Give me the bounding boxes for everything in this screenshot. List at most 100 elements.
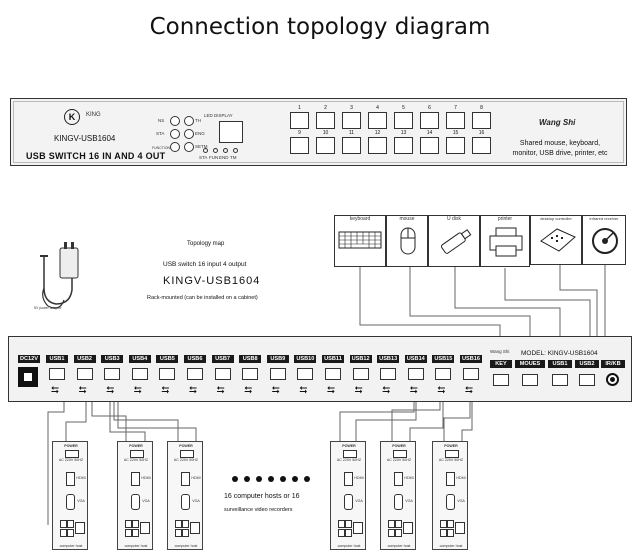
dc-jack-inner — [24, 373, 32, 381]
usb-port-12[interactable] — [352, 368, 369, 380]
usb-symbol-icon: ⮀ — [327, 385, 335, 396]
hdmi-port — [394, 472, 403, 486]
keyboard-icon — [338, 231, 382, 249]
port-button-3[interactable] — [342, 112, 361, 129]
usb-port-13[interactable] — [380, 368, 397, 380]
host-caption: computer host — [59, 544, 83, 548]
usb2-port-label: USB2 — [575, 360, 599, 368]
port-button-number: 10 — [322, 130, 329, 136]
port-button-10[interactable] — [316, 137, 335, 154]
usb-port-16[interactable] — [463, 368, 479, 380]
mouse-port[interactable] — [522, 374, 538, 386]
irkb-port-label: IR/KB — [601, 360, 625, 368]
peripheral-label: infrared receiver — [589, 216, 619, 221]
usb2-aux-port[interactable] — [579, 374, 595, 386]
port-button-5[interactable] — [394, 112, 413, 129]
usb-drive-icon — [440, 229, 472, 254]
dc-label: DC12V — [18, 355, 40, 363]
port-button-14[interactable] — [420, 137, 439, 154]
usb-socket — [125, 520, 132, 528]
led-dot — [223, 148, 228, 153]
vga-port — [181, 494, 190, 510]
host-vga-label: VGA — [77, 499, 85, 503]
usb-port-6[interactable] — [187, 368, 203, 380]
usb-symbol-icon: ⮀ — [299, 385, 308, 396]
usb-port-14[interactable] — [407, 368, 424, 380]
indicator-label: STA — [156, 131, 165, 136]
port-button-number: 7 — [454, 105, 457, 111]
power-adapter-icon — [40, 242, 79, 309]
rear-brand: Wang Shi — [490, 349, 510, 354]
usb-port-9[interactable] — [269, 368, 286, 380]
port-button-number: 16 — [478, 130, 485, 136]
usb-symbol-icon: ⮀ — [106, 385, 115, 396]
ellipsis-dots — [232, 476, 310, 482]
usb-port-15[interactable] — [435, 368, 452, 380]
peripheral-label: U disk — [447, 216, 461, 222]
hdmi-port — [181, 472, 190, 486]
port-button-number: 1 — [298, 105, 301, 111]
usb-port-5[interactable] — [159, 368, 176, 380]
led-display — [219, 121, 243, 143]
hdmi-port — [131, 472, 140, 486]
host-voltage: AC 220V 50HZ — [438, 458, 464, 462]
port-button-number: 14 — [426, 130, 433, 136]
port-button-11[interactable] — [342, 137, 361, 154]
hdmi-port — [66, 472, 75, 486]
host-vga-label: VGA — [142, 499, 150, 503]
usb-socket — [440, 520, 447, 528]
usb1-aux-port[interactable] — [552, 374, 568, 386]
host-hdmi-label: HDMI — [141, 476, 151, 480]
controller-icon — [540, 228, 576, 252]
page-title: Connection topology diagram — [149, 14, 491, 40]
usb-symbol-icon: ⮀ — [189, 385, 197, 396]
port-button-2[interactable] — [316, 112, 335, 129]
usb-port-2[interactable] — [76, 368, 93, 380]
port-button-6[interactable] — [420, 112, 439, 129]
usb-socket — [388, 529, 395, 537]
usb-symbol-icon: ⮀ — [51, 385, 59, 396]
usb-port-label: USB11 — [322, 355, 344, 363]
usb-port-8[interactable] — [242, 368, 259, 380]
key-port[interactable] — [493, 374, 509, 386]
usb-port-11[interactable] — [325, 368, 341, 380]
usb-port-1[interactable] — [49, 368, 65, 380]
port-button-8[interactable] — [472, 112, 491, 129]
usb-port-3[interactable] — [104, 368, 121, 380]
dot — [304, 476, 310, 482]
port-button-13[interactable] — [394, 137, 413, 154]
usb-symbol-icon: ⮀ — [409, 385, 418, 396]
peripheral-label: mouse — [399, 216, 415, 222]
shared-line: monitor, USB drive, printer, etc — [512, 150, 608, 157]
keyboard-device: keyboard — [334, 215, 386, 267]
port-button-number: 5 — [402, 105, 405, 111]
usb-symbol-icon: ⮀ — [161, 385, 170, 396]
port-button-9[interactable] — [290, 137, 309, 154]
usb-port-7[interactable] — [214, 368, 231, 380]
usb1-port-label: USB1 — [548, 360, 572, 368]
printer-device: printer — [480, 215, 530, 267]
hosts-note-line2: surveillance video recorders — [224, 507, 293, 513]
usb-port-label: USB4 — [128, 355, 151, 363]
port-button-4[interactable] — [368, 112, 387, 129]
port-button-7[interactable] — [446, 112, 465, 129]
power-socket — [343, 450, 357, 458]
usb-symbol-icon: ⮀ — [354, 385, 363, 396]
rear-panel — [8, 336, 632, 402]
indicator-label: TH — [195, 118, 201, 123]
indicator-label: SETM — [195, 144, 208, 149]
port-button-1[interactable] — [290, 112, 309, 129]
hdmi-port — [344, 472, 353, 486]
usb-socket — [132, 529, 139, 537]
shared-line: Shared mouse, keyboard, — [519, 140, 601, 147]
led-row-label: TM — [230, 155, 237, 160]
led-display-label: LED DISPLAY — [204, 113, 233, 118]
usb-port-4[interactable] — [131, 368, 148, 380]
port-button-16[interactable] — [472, 137, 491, 154]
brand-logo: K — [64, 109, 80, 125]
port-button-12[interactable] — [368, 137, 387, 154]
usb-port-10[interactable] — [297, 368, 314, 380]
port-button-number: 15 — [452, 130, 459, 136]
port-button-15[interactable] — [446, 137, 465, 154]
